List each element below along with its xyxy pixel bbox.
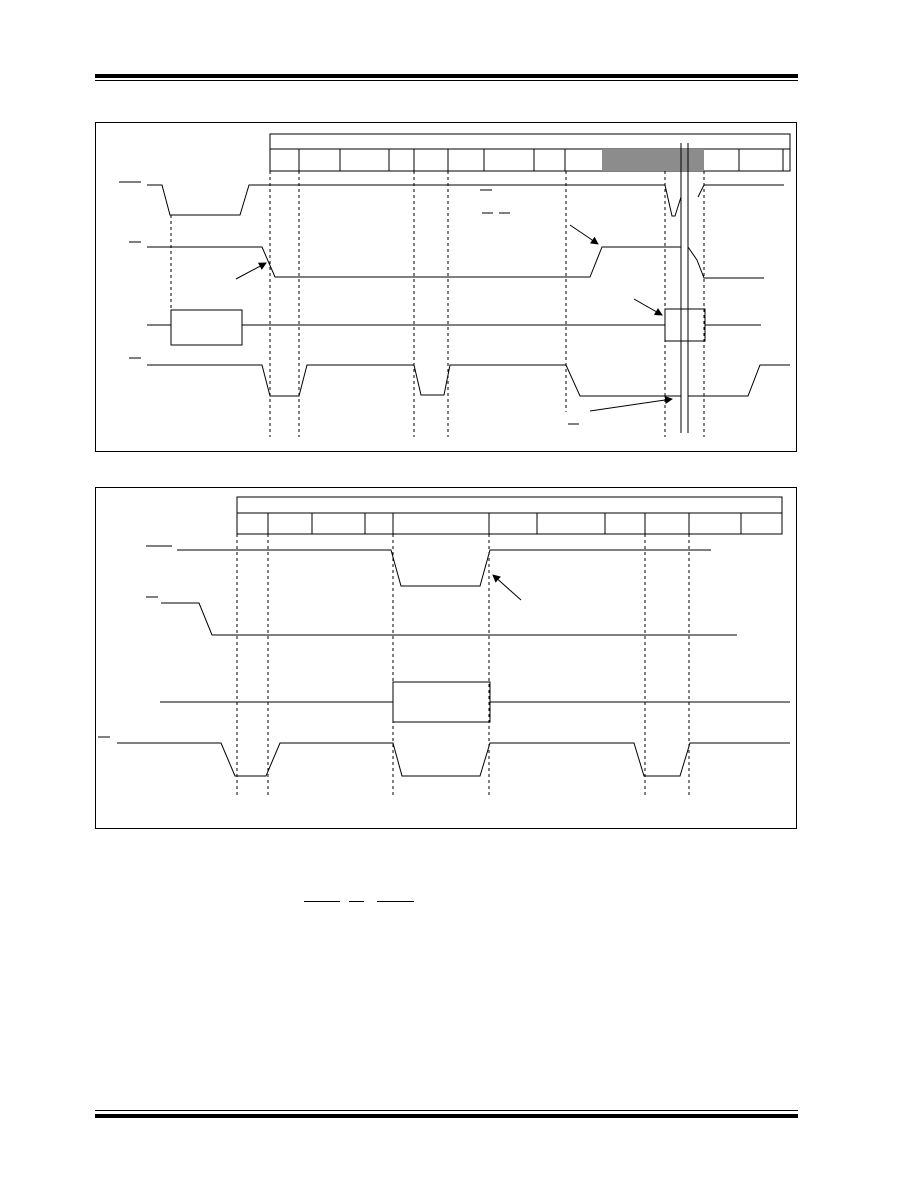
signal-4-waveform: [147, 364, 681, 397]
footer-rule-thick: [95, 1114, 798, 1118]
bottom-signal-3-data-box: [392, 681, 491, 723]
cycle-header-band: [269, 133, 791, 172]
signal-1-waveform-tail: [697, 184, 784, 198]
annotation-arrow-4: [589, 396, 673, 412]
bottom-signal-1-waveform: [177, 549, 711, 587]
signal-2-waveform: [147, 246, 681, 278]
header-rule-thin: [95, 80, 798, 81]
cycle-separators: [298, 149, 784, 171]
timing-guide-lines-bottom: [236, 534, 690, 795]
cycle-separators-bottom: [267, 513, 742, 534]
body-text-overbar-3: [377, 901, 414, 902]
body-text-overbar-2: [349, 901, 364, 902]
signal-3-data-box-1: [170, 309, 243, 346]
bottom-signal-4-waveform: [117, 742, 790, 777]
signal-1-waveform: [147, 184, 682, 217]
timing-diagram-top: [95, 122, 797, 452]
annotation-arrow-1: [235, 262, 267, 280]
header-rule-thick: [95, 74, 798, 78]
cycle-header-band-bottom: [236, 496, 783, 535]
footer-rule-thin: [95, 1110, 798, 1111]
signal-2-waveform-tail: [687, 246, 764, 279]
signal-4-waveform-tail: [688, 364, 790, 397]
highlighted-cycle: [602, 149, 704, 171]
timing-guide-lines: [170, 171, 705, 437]
bottom-annotation-arrow: [492, 574, 522, 601]
bottom-signal-2-waveform: [161, 602, 737, 636]
body-text-overbar-1: [304, 901, 340, 902]
annotation-arrow-2: [569, 224, 599, 245]
annotation-arrow-3: [633, 298, 663, 316]
timing-diagram-bottom: [95, 487, 797, 829]
